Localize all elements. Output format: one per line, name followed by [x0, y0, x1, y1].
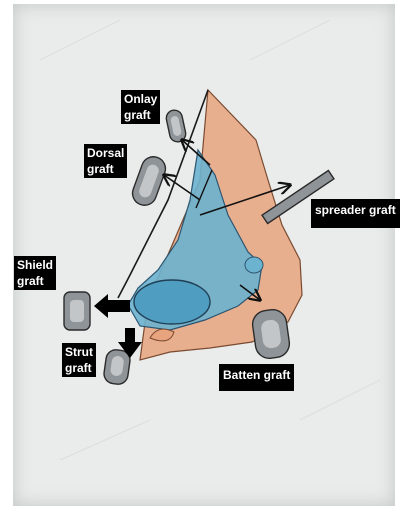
shield-graft-label: Shield graft [14, 256, 56, 290]
sesamoid-cartilage [245, 257, 263, 273]
strut-graft-label: Strut graft [62, 343, 96, 377]
batten-graft-label: Batten graft [219, 364, 294, 391]
alar-cartilage [134, 280, 210, 324]
shield-arrow [94, 294, 130, 318]
onlay-graft-label: Onlay graft [121, 90, 160, 124]
dorsal-graft-label: Dorsal graft [84, 144, 127, 178]
spreader-graft-label: spreader graft [311, 199, 400, 228]
